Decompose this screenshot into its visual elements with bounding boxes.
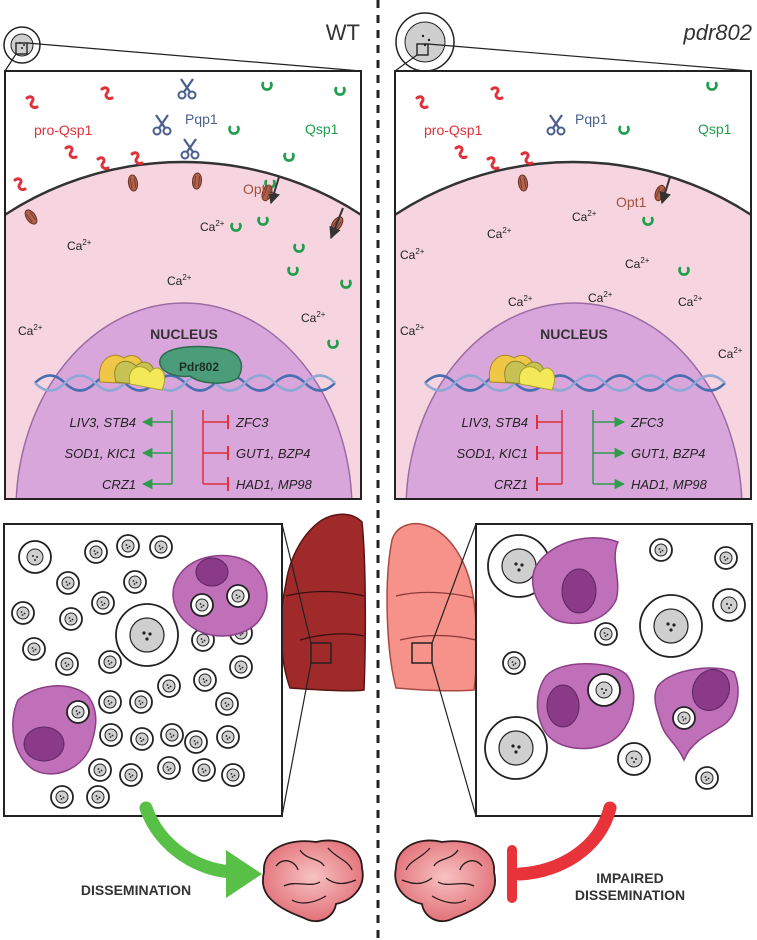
wt-outcome: DISSEMINATION [81,801,364,923]
gene-label: LIV3, STB4 [462,415,528,430]
svg-text:Ca2+: Ca2+ [400,323,425,338]
wt-cell-panel: WT [3,20,362,500]
svg-text:Ca2+: Ca2+ [167,273,192,288]
mutant-lung [386,522,478,692]
mut-pro-qsp1-label: pro-Qsp1 [424,122,483,138]
mut-pqp1-label: Pqp1 [575,111,608,127]
pdr802-label: Pdr802 [179,360,219,374]
ca-sup: 2+ [215,219,224,228]
ca-label: Ca [18,324,34,338]
mutant-cell-panel: pdr802 pro-Qsp1 Pqp1 [394,12,752,500]
ca-sup: 2+ [82,238,91,247]
ca-sup: 2+ [415,247,424,256]
gene-label: ZFC3 [630,415,664,430]
svg-text:Ca2+: Ca2+ [301,310,326,325]
wt-pqp1-label: Pqp1 [185,111,218,127]
ca-label: Ca [625,257,641,271]
gene-label: SOD1, KIC1 [456,446,528,461]
macrophage [536,663,635,750]
svg-text:Ca2+: Ca2+ [487,226,512,241]
ca-sup: 2+ [523,294,532,303]
ca-sup: 2+ [587,209,596,218]
impaired-arrow [513,801,617,881]
macrophage [12,685,97,775]
svg-text:Ca2+: Ca2+ [200,219,225,234]
ca-label: Ca [167,274,183,288]
mut-qsp1-label: Qsp1 [698,121,732,137]
svg-text:Ca2+: Ca2+ [508,294,533,309]
ca-label: Ca [588,291,604,305]
ca-label: Ca [400,248,416,262]
svg-text:Ca2+: Ca2+ [678,294,703,309]
wt-lung-panel [3,513,367,817]
wt-qsp1-label: Qsp1 [305,121,339,137]
wt-lung [280,513,367,692]
macrophage [172,554,268,637]
ca-sup: 2+ [603,290,612,299]
ca-sup: 2+ [182,273,191,282]
svg-text:Ca2+: Ca2+ [718,346,743,361]
brain-icon [394,839,497,923]
macrophage [654,667,739,762]
ca-sup: 2+ [733,346,742,355]
gene-label: CRZ1 [494,477,528,492]
svg-text:Ca2+: Ca2+ [625,256,650,271]
wt-opt1-label: Opt1 [243,181,274,197]
ca-sup: 2+ [502,226,511,235]
mut-opt1-label: Opt1 [616,194,647,210]
dissemination-arrow [139,801,243,879]
ca-label: Ca [678,295,694,309]
svg-text:Ca2+: Ca2+ [67,238,92,253]
gene-label: LIV3, STB4 [70,415,136,430]
ca-label: Ca [572,210,588,224]
gene-label: HAD1, MP98 [236,477,313,492]
ca-sup: 2+ [640,256,649,265]
svg-text:Ca2+: Ca2+ [18,323,43,338]
wt-pro-qsp1-label: pro-Qsp1 [34,122,93,138]
mutant-lung-panel [386,522,753,817]
mutant-title: pdr802 [682,20,752,45]
ca-label: Ca [400,324,416,338]
svg-text:Ca2+: Ca2+ [572,209,597,224]
ca-sup: 2+ [693,294,702,303]
gene-label: CRZ1 [102,477,136,492]
gene-label: SOD1, KIC1 [64,446,136,461]
impaired-label: IMPAIRED [596,870,663,886]
mutant-outcome: IMPAIRED DISSEMINATION [394,801,685,923]
gene-label: HAD1, MP98 [631,477,708,492]
ca-sup: 2+ [316,310,325,319]
gene-label: GUT1, BZP4 [631,446,705,461]
dissemination-label-2: DISSEMINATION [575,887,685,903]
svg-text:Ca2+: Ca2+ [588,290,613,305]
brain-icon [261,839,364,923]
dissemination-label: DISSEMINATION [81,882,191,898]
ca-label: Ca [67,239,83,253]
ca-sup: 2+ [415,323,424,332]
mut-nucleus-label: NUCLEUS [540,326,608,342]
wt-nucleus-label: NUCLEUS [150,326,218,342]
macrophage [531,537,620,625]
ca-label: Ca [718,347,734,361]
ca-label: Ca [200,220,216,234]
wt-title: WT [326,20,360,45]
ca-label: Ca [301,311,317,325]
gene-label: GUT1, BZP4 [236,446,310,461]
ca-label: Ca [487,227,503,241]
ca-label: Ca [508,295,524,309]
gene-label: ZFC3 [235,415,269,430]
ca-sup: 2+ [33,323,42,332]
svg-text:Ca2+: Ca2+ [400,247,425,262]
